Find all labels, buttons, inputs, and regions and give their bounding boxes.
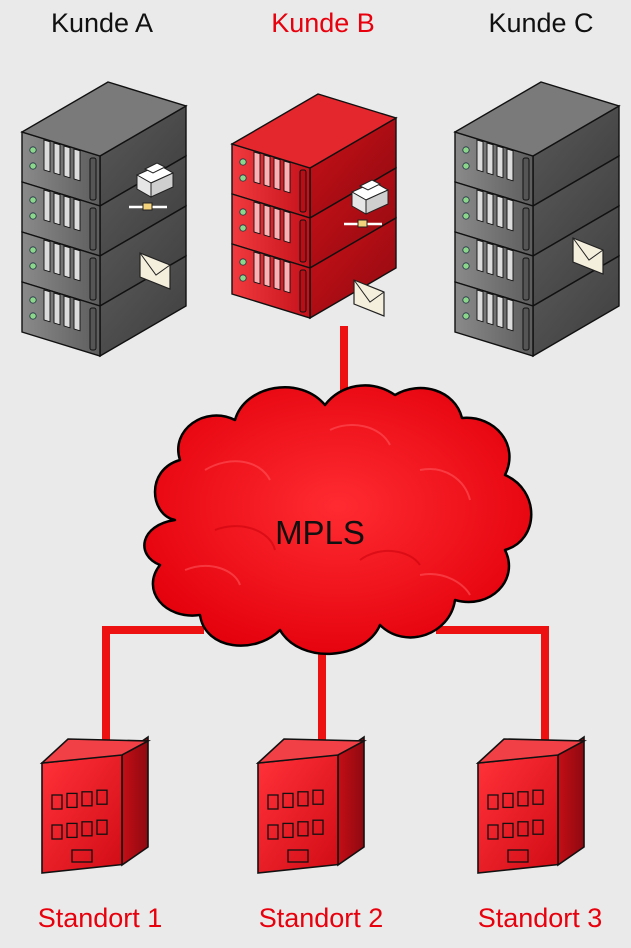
kunde-a-server-rack-icon — [20, 81, 188, 358]
standort-3-label: Standort 3 — [477, 903, 603, 933]
mpls-cloud-icon — [143, 384, 533, 655]
standort-2-office-building-icon — [255, 735, 368, 874]
kunde-c-server-rack-icon — [453, 81, 621, 358]
kunde-b-server-rack-icon — [230, 93, 398, 320]
kunde-a-label: Kunde A — [50, 8, 154, 38]
kunde-c-label: Kunde C — [488, 8, 594, 38]
printer-icon — [129, 162, 175, 211]
kunde-b-label: Kunde B — [271, 8, 375, 38]
link-mpls-to-standort-1 — [102, 626, 204, 774]
mpls-label: MPLS — [275, 514, 365, 551]
standort-1-label: Standort 1 — [37, 903, 163, 933]
link-mpls-to-standort-3 — [436, 626, 549, 774]
standort-1-office-building-icon — [39, 735, 152, 874]
mail-envelope-icon — [139, 252, 171, 290]
printer-icon — [344, 179, 390, 228]
standort-2-label: Standort 2 — [258, 903, 384, 933]
standort-3-office-building-icon — [475, 735, 588, 874]
mail-envelope-icon — [572, 237, 604, 275]
mail-envelope-icon — [353, 279, 385, 317]
